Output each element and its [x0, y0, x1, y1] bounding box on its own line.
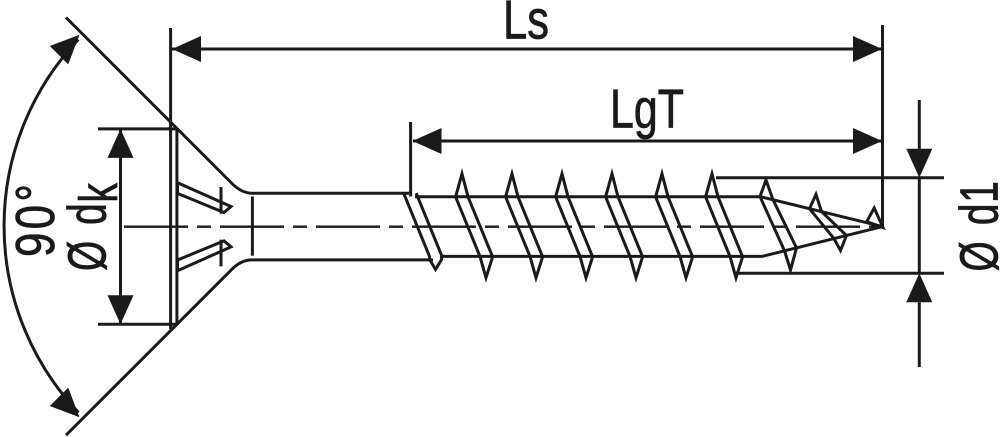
- svg-text:Ls: Ls: [503, 0, 549, 51]
- svg-text:Ø dk: Ø dk: [56, 180, 129, 271]
- svg-text:Ø d1: Ø d1: [948, 180, 1000, 271]
- svg-text:90°: 90°: [4, 181, 66, 257]
- svg-text:LgT: LgT: [610, 78, 684, 139]
